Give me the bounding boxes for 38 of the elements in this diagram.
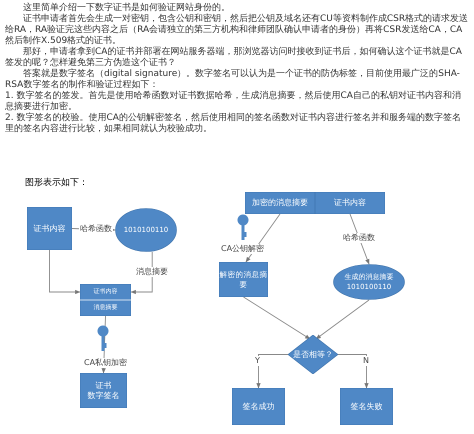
paragraph: 图形表示如下： [25,176,88,189]
stacked-box [80,284,131,316]
node-text: 是否相等？ [293,350,333,360]
node-text: 证书内容 [334,198,366,208]
edge-label: CA公钥解密 [220,244,266,254]
node-text: 加密的消息摘要 [252,198,308,208]
edge-label: 哈希函数 [342,233,376,243]
node-text: 证书 [96,380,112,390]
process-box [80,373,127,408]
edge-label: Y [254,356,261,366]
process-ellipse [115,208,177,252]
paragraph: 2. 数字签名的校验。使用CA的公钥解密签名，然后使用相同的签名函数对证书内容进行签名并和服务端的数字签名里的签名内容进行比较，如果相同就认为校验成功。 [5,113,462,135]
edge-label: 哈希函数 [79,224,113,234]
arrow [338,354,369,389]
paragraph: 1. 数字签名的签发。首先是使用哈希函数对证书数据哈希，生成消息摘要，然后使用CA自己的私钥对证书内容和消息摘要进行加密。 [5,91,462,112]
process-box [315,192,385,214]
paragraph: 答案就是数字签名（digital signature）。数字签名可以认为是一个证书的防伪标签，目前使用最广泛的SHA-RSA数字签名的制作和验证过程如下： [5,69,461,90]
paragraph: 那好，申请者拿到CA的证书并部署在网站服务器端，那浏览器访问时接收到证书后，如何确认这个证书就是CA签发的呢？怎样避免第三方伪造这个证书？ [5,47,463,68]
edge-label: CA私钥加密 [83,358,128,368]
arrow [256,354,288,389]
arrow [316,300,370,340]
node-text: 签名成功 [242,402,274,412]
decision-diamond [288,335,338,374]
process-ellipse [333,264,405,300]
process-box [219,262,268,297]
paragraph: 证书申请者首先会生成一对密钥，包含公钥和密钥，然后把公钥及域名还有CU等资料制作成CSR格式的请求发送给RA，RA验证完这些内容之后（RA会请独立的第三方机构和律师团队确认申请者的身份）再将CSR发送给CA，CA然后制作X.509格式的证书。 [5,14,469,46]
process-box [27,207,72,250]
process-box [245,192,315,214]
node-text: 数字签名 [88,390,120,400]
arrow [243,296,310,340]
process-box [340,388,393,425]
process-box [232,388,285,425]
paragraph: 这里简单介绍一下数字证书是如何验证网站身份的。 [22,3,231,14]
node-text: 签名失败 [350,402,382,412]
node-text: 证书内容 [34,224,66,234]
edge-label: 消息摘要 [135,267,169,277]
arrow [49,250,81,294]
edge-label: N [362,356,370,366]
